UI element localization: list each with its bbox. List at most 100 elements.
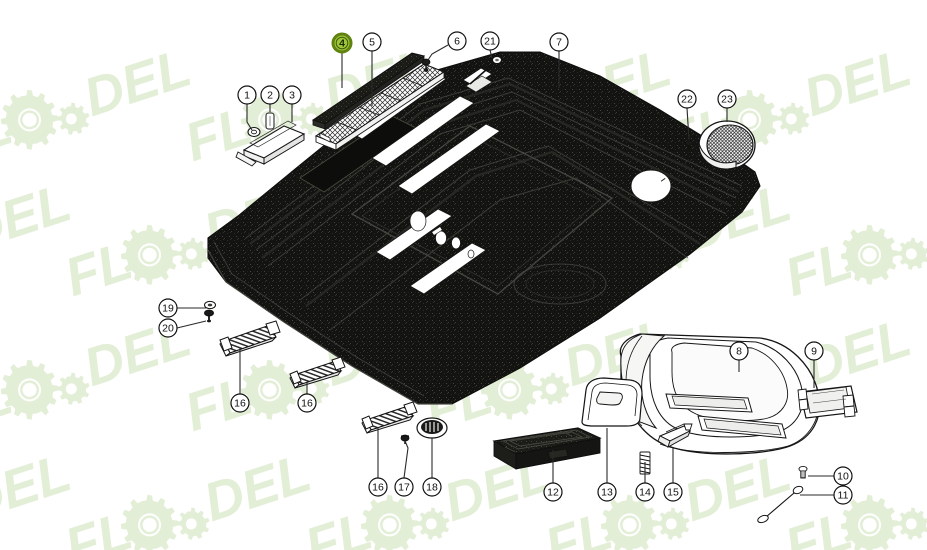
part-fastener-clip — [421, 58, 431, 72]
callout-leader-line — [246, 104, 253, 131]
part-visor-pin — [265, 112, 275, 130]
part-screw-stud — [203, 309, 214, 323]
watermark-text-right: DEL — [917, 443, 927, 533]
callout-leader-line — [427, 44, 449, 61]
callout-number: 16 — [372, 482, 384, 494]
part-storage-tray — [492, 427, 602, 470]
part-sun-visor — [235, 120, 306, 167]
callout-marker-14[interactable]: 14 — [635, 482, 655, 502]
callout-circle[interactable] — [597, 482, 617, 502]
callout-number: 14 — [639, 487, 651, 499]
callout-circle[interactable] — [447, 31, 467, 51]
callout-number: 22 — [681, 94, 693, 106]
part-wedge-clip — [657, 423, 693, 448]
callout-number: 7 — [556, 37, 562, 49]
callout-circle[interactable] — [237, 85, 257, 105]
callout-circle[interactable] — [158, 298, 178, 318]
part-lamp-lens-tool — [757, 485, 804, 524]
callout-number: 5 — [369, 37, 375, 49]
callout-marker-7[interactable]: 7 — [549, 32, 569, 52]
callout-number: 13 — [601, 487, 613, 499]
part-oval-speaker-grille — [416, 417, 448, 439]
callout-leader-line — [489, 49, 493, 59]
callout-leader-line — [176, 320, 207, 329]
callout-marker-5[interactable]: 5 — [362, 32, 382, 52]
callout-circle[interactable] — [635, 482, 655, 502]
part-mesh-grille-panel — [314, 63, 446, 151]
callout-marker-11[interactable]: 11 — [833, 485, 853, 505]
callout-circle[interactable] — [833, 485, 853, 505]
callout-circle[interactable] — [362, 32, 382, 52]
part-trim-strip — [311, 52, 426, 130]
callout-circle[interactable] — [368, 477, 388, 497]
callout-marker-21[interactable]: 21 — [480, 31, 500, 51]
callout-circle[interactable] — [833, 466, 853, 486]
callout-circle[interactable] — [677, 89, 697, 109]
callout-number: 15 — [667, 487, 679, 499]
callout-marker-10[interactable]: 10 — [833, 466, 853, 486]
callout-circle[interactable] — [422, 477, 442, 497]
callout-circle[interactable] — [394, 477, 414, 497]
part-screw — [798, 465, 808, 479]
callout-number: 11 — [838, 490, 849, 502]
callout-marker-15[interactable]: 15 — [663, 482, 683, 502]
callout-circle[interactable] — [282, 85, 302, 105]
part-console-bracket — [797, 385, 858, 419]
callout-circle[interactable] — [543, 482, 563, 502]
callout-marker-13[interactable]: 13 — [597, 482, 617, 502]
callout-number: 3 — [289, 90, 295, 102]
callout-number: 16 — [234, 398, 246, 410]
part-washer — [204, 300, 216, 310]
part-retaining-ring — [247, 126, 261, 138]
callout-marker-22[interactable]: 22 — [677, 89, 697, 109]
callout-marker-2[interactable]: 2 — [260, 85, 280, 105]
callout-circle[interactable] — [549, 32, 569, 52]
callout-marker-4[interactable]: 4 — [331, 32, 353, 54]
part-speaker-screw — [685, 139, 694, 150]
callout-marker-3[interactable]: 3 — [282, 85, 302, 105]
watermark-text-right: DEL — [917, 173, 927, 263]
callout-highlight-ring — [335, 36, 349, 50]
callout-number: 1 — [244, 90, 250, 102]
callout-circle[interactable] — [297, 393, 317, 413]
callout-marker-12[interactable]: 12 — [543, 482, 563, 502]
part-air-vent-register-a — [219, 320, 281, 357]
callout-number: 21 — [484, 36, 496, 48]
callout-marker-18[interactable]: 18 — [422, 477, 442, 497]
callout-marker-16[interactable]: 16 — [368, 477, 388, 497]
callout-circle[interactable] — [158, 318, 178, 338]
part-overhead-console — [619, 333, 821, 455]
callout-number: 6 — [454, 36, 460, 48]
callout-number: 2 — [267, 90, 273, 102]
callout-circle[interactable] — [230, 393, 250, 413]
callout-circle[interactable] — [480, 31, 500, 51]
callout-marker-20[interactable]: 20 — [158, 318, 178, 338]
callout-marker-8[interactable]: 8 — [729, 341, 749, 361]
callout-leader-line — [403, 440, 409, 479]
callout-circle[interactable] — [717, 89, 737, 109]
callout-marker-17[interactable]: 17 — [394, 477, 414, 497]
callout-marker-6[interactable]: 6 — [447, 31, 467, 51]
callout-circle[interactable] — [804, 341, 824, 361]
part-round-speaker-grille — [659, 120, 756, 183]
callout-number: 9 — [811, 346, 817, 358]
callout-circle[interactable] — [663, 482, 683, 502]
callout-number: 17 — [398, 482, 410, 494]
callout-marker-16[interactable]: 16 — [297, 393, 317, 413]
callout-marker-1[interactable]: 1 — [237, 85, 257, 105]
part-console-door — [581, 377, 643, 427]
callout-circle[interactable] — [331, 32, 353, 54]
callout-circle[interactable] — [260, 85, 280, 105]
callout-marker-23[interactable]: 23 — [717, 89, 737, 109]
callout-marker-9[interactable]: 9 — [804, 341, 824, 361]
callout-number: 8 — [736, 346, 742, 358]
callout-marker-19[interactable]: 19 — [158, 298, 178, 318]
callout-number: 12 — [547, 487, 559, 499]
callout-circle[interactable] — [729, 341, 749, 361]
callout-marker-16[interactable]: 16 — [230, 393, 250, 413]
